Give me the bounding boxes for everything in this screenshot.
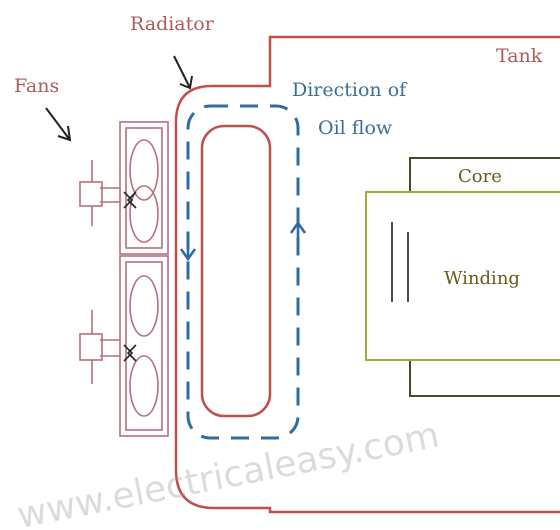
winding-outline [365,191,560,361]
radiator-inner [200,124,272,418]
fan-upper [79,121,169,255]
direction-label-line1: Direction of [292,79,408,101]
fan-lower-hub [123,344,137,362]
tank-outline [174,35,560,514]
core-label: Core [458,166,502,187]
oil-flow-arrow-down [179,236,197,262]
fans-label: Fans [14,75,59,97]
radiator-label: Radiator [130,13,215,35]
oil-flow-loop [186,104,300,440]
radiator-pointer-arrow [173,55,193,90]
fans-pointer-arrow [45,107,72,142]
core-outline [409,157,560,397]
tank-label: Tank [496,45,543,67]
winding-label: Winding [444,268,520,289]
direction-label-line2: Oil flow [318,117,393,139]
fan-upper-hub [123,191,137,209]
oil-flow-arrow-up [289,220,307,248]
